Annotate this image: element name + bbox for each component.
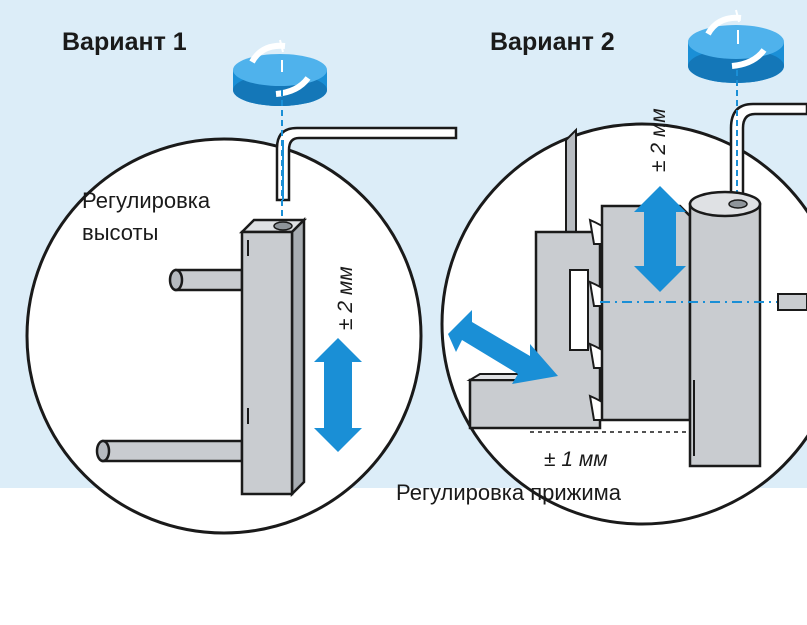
hinge-barrel [688, 190, 762, 468]
compression-adjust-arrow [448, 310, 558, 384]
variant-1-group: Вариант 1 Регулировка высоты ± 2 мм [25, 28, 458, 535]
rotation-disc-icon [688, 9, 784, 83]
variant-2-vertical-tolerance: ± 2 мм [647, 108, 670, 172]
compression-adjust-label: Регулировка прижима [396, 480, 622, 505]
vertical-adjust-arrow [634, 186, 686, 292]
hinge-body [238, 216, 308, 498]
rotation-disc-icon [233, 39, 327, 106]
vertical-adjust-arrow [314, 338, 362, 452]
height-adjust-label-line1: Регулировка [82, 188, 211, 213]
variant-2-title: Вариант 2 [490, 28, 615, 56]
hinge-pin-lower [95, 439, 244, 463]
variant-1-tolerance: ± 2 мм [334, 266, 357, 330]
hinge-pin-upper [168, 268, 244, 292]
variant-1-title: Вариант 1 [62, 28, 187, 56]
height-adjust-label-line2: высоты [82, 220, 158, 245]
hex-key [729, 102, 807, 202]
pin-end [777, 293, 807, 311]
variant-2-horizontal-tolerance: ± 1 мм [544, 448, 608, 471]
variant-2-group: Вариант 2 ± 2 мм ± 1 мм Регулировка приж… [396, 9, 807, 526]
